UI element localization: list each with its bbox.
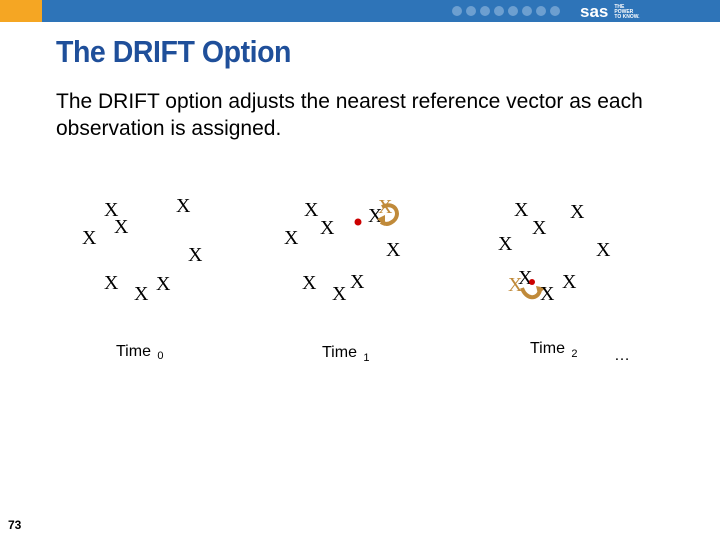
- point-x: X: [284, 227, 299, 249]
- page-number: 73: [8, 518, 22, 532]
- time-label-1: Time 1: [322, 344, 370, 364]
- point-x: X: [514, 199, 529, 221]
- point-x: X: [350, 271, 365, 293]
- point-x: X: [104, 199, 119, 221]
- continuation-ellipsis: …: [614, 347, 630, 364]
- reference-vector: [529, 279, 535, 285]
- brand-name: sas: [580, 2, 609, 21]
- point-x: X: [104, 272, 119, 294]
- point-x: X: [176, 195, 191, 217]
- decorative-dots: [452, 6, 560, 16]
- point-x: X: [518, 267, 533, 289]
- header-accent: [0, 0, 42, 22]
- frame-time-0: X X X X X X X X Time 0: [82, 195, 203, 362]
- point-x: X: [596, 239, 611, 261]
- slide-title: The DRIFT Option: [56, 34, 292, 69]
- point-x: X: [332, 283, 347, 305]
- point-x: X: [320, 217, 335, 239]
- point-x: X: [532, 217, 547, 239]
- point-x: X: [188, 244, 203, 266]
- point-x: X: [562, 271, 577, 293]
- slide-body: The DRIFT option adjusts the nearest ref…: [56, 90, 643, 140]
- brand-tagline: THE POWER TO KNOW.: [614, 3, 640, 20]
- drifted-point-x: X: [508, 274, 523, 296]
- point-x: X: [134, 283, 149, 305]
- point-x: X: [302, 272, 317, 294]
- point-x: X: [156, 273, 171, 295]
- sas-logo: sas THE POWER TO KNOW.: [580, 2, 644, 22]
- frame-time-1: X X X X X X X X X Time 1: [284, 196, 401, 364]
- point-x: X: [304, 199, 319, 221]
- time-label-0: Time 0: [116, 343, 164, 362]
- point-x: X: [368, 205, 383, 227]
- point-x: X: [386, 239, 401, 261]
- reference-vector: [354, 218, 362, 226]
- time-label-2: Time 2: [530, 340, 578, 360]
- point-x: X: [540, 283, 555, 305]
- point-x: X: [498, 233, 513, 255]
- point-x: X: [570, 201, 585, 223]
- drift-arrow-head: [377, 215, 385, 226]
- point-x: X: [114, 216, 129, 238]
- header-bar: sas THE POWER TO KNOW.: [0, 0, 720, 22]
- drift-arrow-head: [536, 286, 546, 294]
- frame-time-2: X X X X X X X X X Time 2 …: [498, 199, 630, 364]
- point-x: X: [82, 227, 97, 249]
